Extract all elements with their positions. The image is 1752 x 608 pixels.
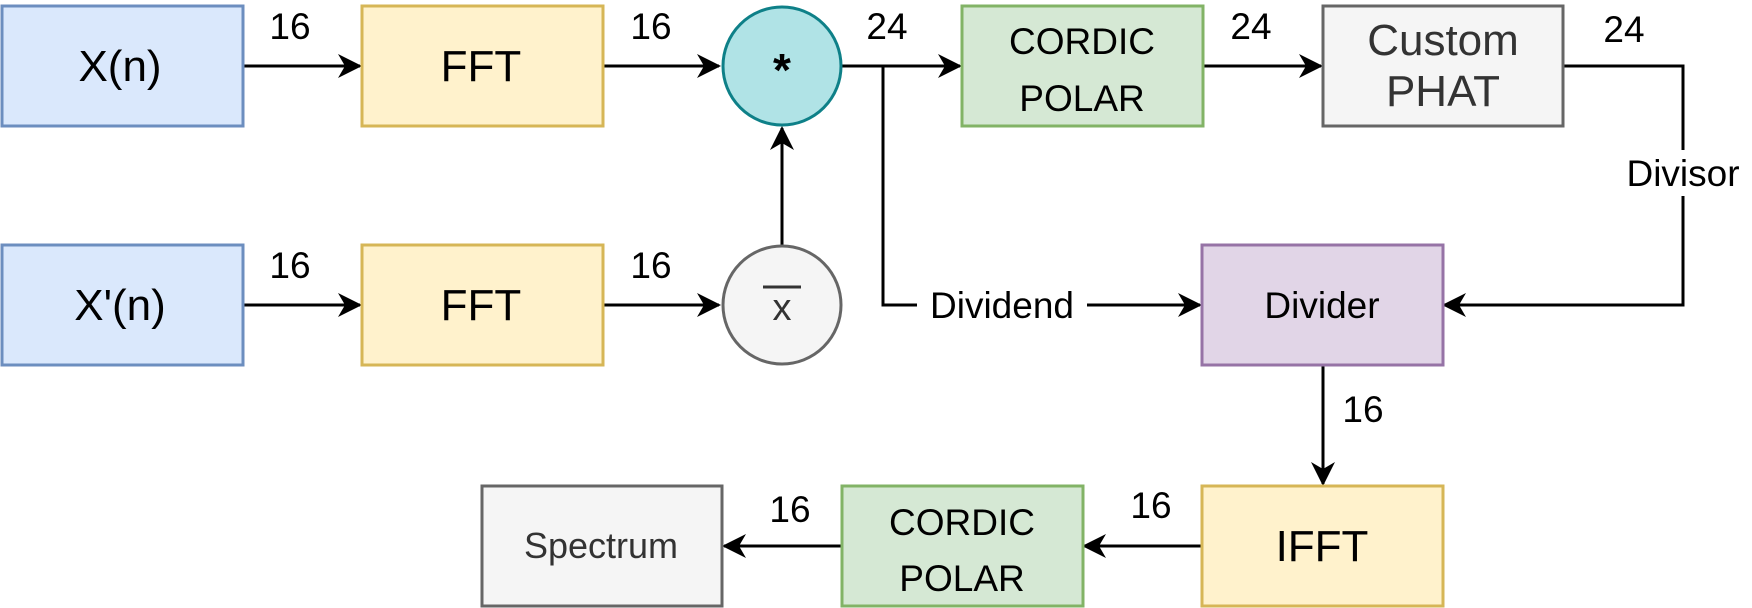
node-multiply-label: * — [773, 44, 791, 96]
node-phat-border — [1321, 4, 1565, 128]
node-fft-top-border — [360, 4, 605, 128]
node-fft-bottom-border — [360, 243, 605, 367]
node-fft-top-label: FFT — [441, 42, 522, 91]
node-cordic-bottom-box — [842, 486, 1083, 606]
node-conjugate-label: x — [773, 287, 792, 329]
node-spectrum: Spectrum — [480, 484, 724, 608]
label-multiply-to-cordic: 24 — [866, 6, 907, 47]
node-phat-box — [1323, 6, 1563, 126]
node-x-n: X(n) — [0, 4, 245, 128]
node-fft-bottom-label: FFT — [441, 281, 522, 330]
label-fft-bottom-to-conjugate: 16 — [630, 245, 671, 286]
edge-multiply-to-divider — [881, 66, 1202, 317]
node-fft-top-box — [362, 6, 603, 126]
node-x-prime-n: X'(n) — [0, 243, 245, 367]
label-bg-divisor — [1614, 150, 1750, 196]
label-phat-out: 24 — [1603, 9, 1644, 50]
node-ifft-box — [1202, 486, 1443, 606]
node-spectrum-label: Spectrum — [524, 525, 678, 566]
node-conjugate-border — [721, 244, 843, 366]
node-multiply-border — [721, 5, 843, 127]
node-divider: Divider — [1200, 243, 1445, 367]
node-cordic-top-line2: POLAR — [1019, 78, 1144, 119]
node-x-prime-n-label: X'(n) — [74, 281, 166, 330]
node-x-prime-n-border — [0, 243, 245, 367]
label-cordic-to-spectrum: 16 — [769, 489, 810, 530]
node-cordic-bottom-line1: CORDIC — [889, 502, 1035, 543]
node-x-prime-n-box — [2, 245, 243, 365]
edge-labels: 16 16 24 24 24 Divisor Dividend 16 16 16… — [269, 6, 1750, 530]
node-cordic-bottom: CORDIC POLAR — [840, 484, 1085, 608]
node-cordic-bottom-line2: POLAR — [899, 558, 1024, 599]
label-x-to-fft-top: 16 — [269, 6, 310, 47]
label-divider-to-ifft: 16 — [1342, 389, 1383, 430]
node-cordic-top: CORDIC POLAR — [960, 4, 1205, 128]
node-conjugate-circle — [723, 246, 841, 364]
node-spectrum-box — [482, 486, 722, 606]
node-divider-box — [1202, 245, 1443, 365]
label-multiply-to-divider: Dividend — [930, 285, 1074, 326]
node-phat: Custom PHAT — [1321, 4, 1565, 128]
label-phat-to-divider: Divisor — [1626, 153, 1739, 194]
label-cordic-to-phat: 24 — [1230, 6, 1271, 47]
node-x-n-box — [2, 6, 243, 126]
node-ifft-border — [1200, 484, 1445, 608]
label-fft-top-to-multiply: 16 — [630, 6, 671, 47]
node-cordic-top-box — [962, 6, 1203, 126]
node-fft-top: FFT — [360, 4, 605, 128]
node-spectrum-border — [480, 484, 724, 608]
node-multiply-circle — [723, 7, 841, 125]
node-cordic-bottom-border — [840, 484, 1085, 608]
node-divider-border — [1200, 243, 1445, 367]
label-ifft-to-cordic: 16 — [1130, 485, 1171, 526]
label-xp-to-fft-bottom: 16 — [269, 245, 310, 286]
node-cordic-top-line1: CORDIC — [1009, 21, 1155, 62]
node-conjugate: x — [721, 244, 843, 366]
node-x-n-label: X(n) — [78, 42, 161, 91]
label-bg-dividend — [917, 282, 1087, 328]
node-multiply: * — [721, 5, 843, 127]
node-ifft-label: IFFT — [1276, 522, 1369, 571]
node-phat-line2: PHAT — [1386, 67, 1500, 116]
node-phat-line1: Custom — [1367, 16, 1519, 65]
node-divider-label: Divider — [1264, 285, 1379, 326]
node-fft-bottom-box — [362, 245, 603, 365]
node-fft-bottom: FFT — [360, 243, 605, 367]
node-ifft: IFFT — [1200, 484, 1445, 608]
node-cordic-top-border — [960, 4, 1205, 128]
node-x-n-border — [0, 4, 245, 128]
